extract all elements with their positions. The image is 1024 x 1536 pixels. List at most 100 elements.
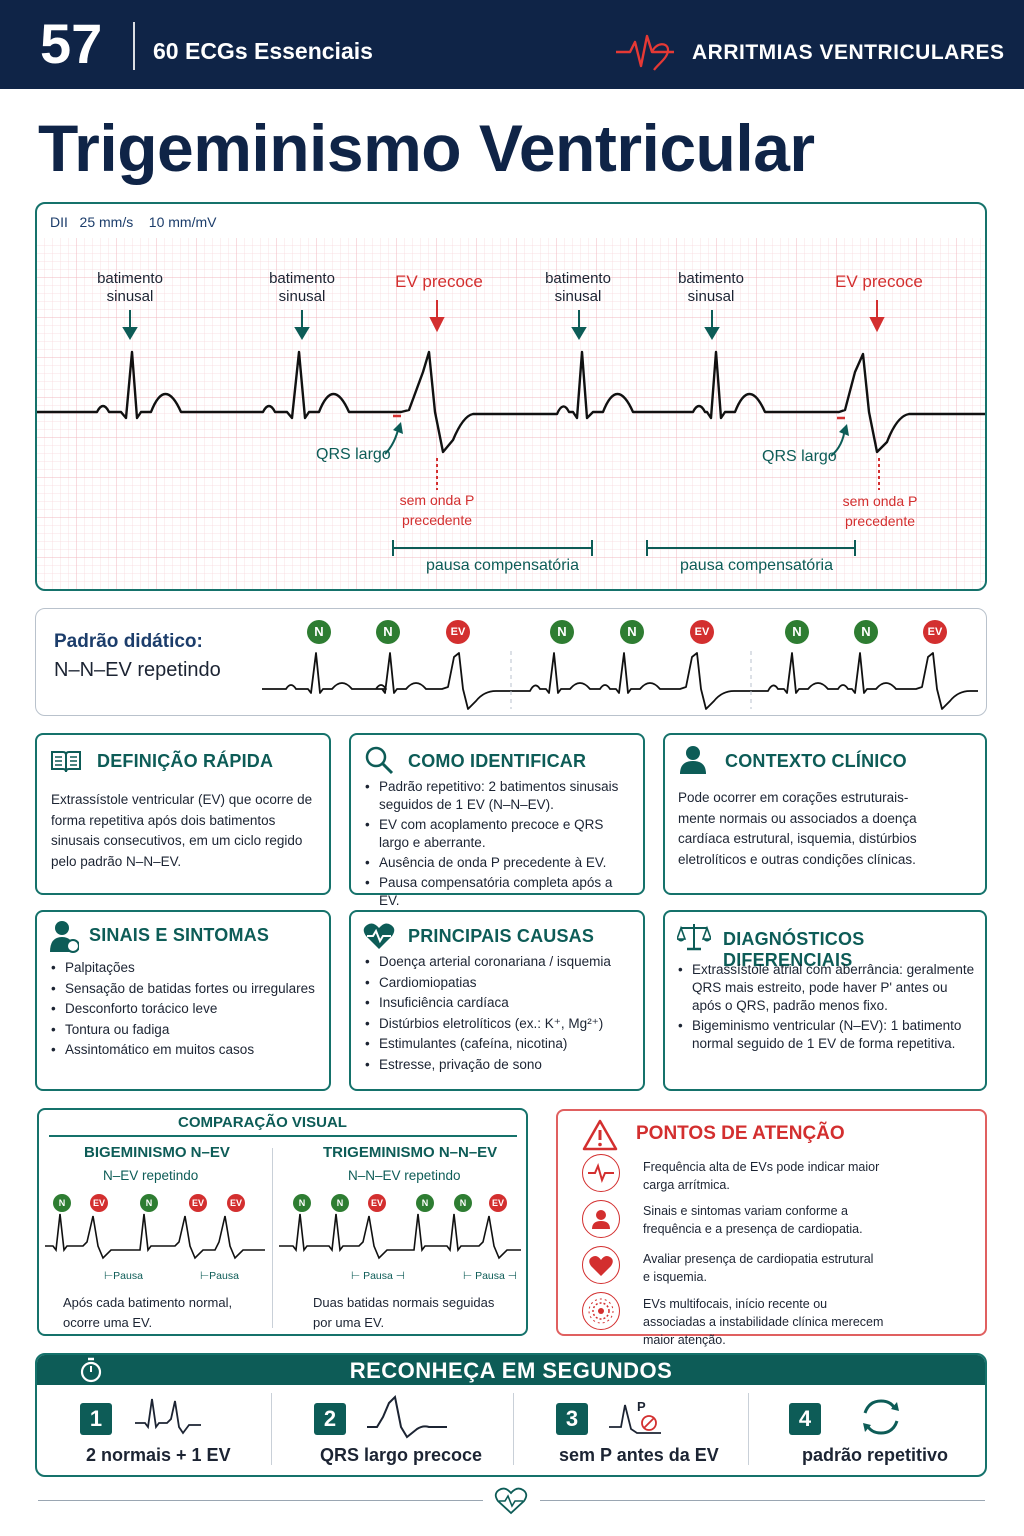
- attention-title: PONTOS DE ATENÇÃO: [636, 1123, 845, 1144]
- search-icon: [365, 746, 394, 775]
- list-item: Padrão repetitivo: 2 batimentos sinusais…: [365, 778, 635, 814]
- list-item: Pausa compensatória completa após a EV.: [365, 874, 635, 910]
- card-sinais-title: SINAIS E SINTOMAS: [89, 925, 270, 945]
- trigeminy-note: Duas batidas normais seguidas por uma EV…: [313, 1295, 495, 1330]
- series-title: 60 ECGs Essenciais: [153, 38, 373, 64]
- ecg-alert-icon: [582, 1154, 620, 1192]
- attention-panel: PONTOS DE ATENÇÃO Frequência alta de EVs…: [556, 1109, 987, 1347]
- label-pause-2: pausa compensatória: [680, 557, 833, 574]
- normal-badge: N: [307, 620, 331, 644]
- bigeminy-trace: [45, 1213, 265, 1260]
- card-diferenciais: DIAGNÓSTICOS DIFERENCIAIS Extrassístole …: [663, 910, 987, 1091]
- label-sinus-1: batimento sinusal: [97, 270, 163, 305]
- page-number: 57: [40, 12, 103, 75]
- ecg-trace: [37, 350, 985, 454]
- no-p-wave-icon: [609, 1404, 661, 1434]
- page-title: Trigeminismo Ventricular: [38, 111, 815, 185]
- recognize-panel: RECONHEÇA EM SEGUNDOS 1 2 normais + 1 EV…: [35, 1353, 987, 1477]
- list-item: Estimulantes (cafeína, nicotina): [365, 1034, 641, 1055]
- multifocal-alert-icon: [582, 1292, 620, 1330]
- trigeminy-head: TRIGEMINISMO N–N–EV: [323, 1144, 498, 1161]
- card-sinais-list: Palpitações Sensação de batidas fortes o…: [51, 958, 321, 1061]
- normal-badge: N: [376, 620, 400, 644]
- list-item: Sensação de batidas fortes ou irregulare…: [51, 979, 321, 1000]
- normal-badge: N: [293, 1194, 311, 1212]
- card-identificar: COMO IDENTIFICAR Padrão repetitivo: 2 ba…: [349, 733, 645, 908]
- heart-pulse-icon: [363, 923, 395, 949]
- list-item: Estresse, privação de sono: [365, 1055, 641, 1076]
- footer-rule-left: [38, 1500, 483, 1501]
- list-item: Cardiomiopatias: [365, 973, 641, 994]
- step-4-label: padrão repetitivo: [802, 1445, 949, 1465]
- ev-badge: EV: [446, 620, 470, 644]
- bigeminy-note: Após cada batimento normal, ocorre uma E…: [63, 1295, 233, 1330]
- bigeminy-sub: N–EV repetindo: [103, 1168, 199, 1183]
- normal-badge: N: [454, 1194, 472, 1212]
- attention-item-2: Sinais e sintomas variam conforme a freq…: [643, 1204, 863, 1236]
- attention-item-4: EVs multifocais, início recente ou assoc…: [643, 1297, 884, 1347]
- card-contexto-body: Pode ocorrer em corações estruturais-men…: [678, 790, 917, 867]
- list-item: Palpitações: [51, 958, 321, 979]
- scale-icon: [677, 924, 711, 951]
- step-4-number: 4: [789, 1403, 821, 1435]
- list-item: Assintomático em muitos casos: [51, 1040, 321, 1061]
- ecg-strip-panel: DII 25 mm/s 10 mm/mV: [35, 202, 987, 591]
- label-qrs-1: QRS largo: [316, 446, 391, 463]
- list-item: Distúrbios eletrolíticos (ex.: K⁺, Mg²⁺): [365, 1014, 641, 1035]
- step-divider: [271, 1393, 272, 1465]
- normal-badge: N: [331, 1194, 349, 1212]
- card-causas-title: PRINCIPAIS CAUSAS: [408, 926, 595, 946]
- step-divider: [513, 1393, 514, 1465]
- step-2-label: QRS largo precoce: [320, 1445, 483, 1465]
- step-1-label: 2 normais + 1 EV: [86, 1445, 231, 1465]
- normal-badge: N: [140, 1194, 158, 1212]
- annotation-arrows: [122, 300, 885, 556]
- stopwatch-icon: [80, 1357, 102, 1383]
- list-item: Bigeminismo ventricular (N–EV): 1 batime…: [678, 1017, 978, 1053]
- bigeminy-pause-2: ⊢Pausa: [200, 1270, 239, 1282]
- step-2-number: 2: [314, 1403, 346, 1435]
- label-no-p-2: sem onda P precedente: [842, 493, 918, 529]
- normal-badge: N: [550, 620, 574, 644]
- list-item: Insuficiência cardíaca: [365, 993, 641, 1014]
- trigeminy-pause-2: ⊢ Pausa ⊣: [463, 1270, 517, 1282]
- patient-alert-icon: [582, 1200, 620, 1238]
- normal-badge: N: [785, 620, 809, 644]
- footer-rule-right: [540, 1500, 985, 1501]
- pattern-subtitle: N–N–EV repetindo: [54, 659, 221, 681]
- person-icon: [680, 746, 706, 774]
- comparison-rule: [49, 1135, 517, 1137]
- header-bar: 57 60 ECGs Essenciais ARRITMIAS VENTRICU…: [0, 0, 1024, 89]
- label-no-p-1: sem onda P precedente: [399, 492, 475, 528]
- ev-badge: EV: [489, 1194, 507, 1212]
- card-identificar-list: Padrão repetitivo: 2 batimentos sinusais…: [365, 778, 635, 912]
- p-wave-letter: P: [637, 1399, 646, 1414]
- ecg-lead-info: DII 25 mm/s 10 mm/mV: [50, 214, 217, 230]
- comparison-title: COMPARAÇÃO VISUAL: [178, 1114, 347, 1131]
- ev-badge: EV: [189, 1194, 207, 1212]
- ev-badge: EV: [690, 620, 714, 644]
- step-3-label: sem P antes da EV: [559, 1445, 719, 1465]
- list-item: Tontura ou fadiga: [51, 1020, 321, 1041]
- recognize-title: RECONHEÇA EM SEGUNDOS: [349, 1358, 673, 1383]
- card-causas-list: Doença arterial coronariana / isquemia C…: [365, 952, 641, 1075]
- label-sinus-4: batimento sinusal: [678, 270, 744, 305]
- list-item: Extrassístole atrial com aberrância: ger…: [678, 961, 978, 1015]
- patient-icon: [50, 921, 79, 953]
- bigeminy-pause-1: ⊢Pausa: [104, 1270, 143, 1282]
- trigeminy-sub: N–N–EV repetindo: [348, 1168, 461, 1183]
- comparison-panel: COMPARAÇÃO VISUAL BIGEMINISMO N–EV N–EV …: [37, 1108, 528, 1336]
- pattern-panel: Padrão didático: N–N–EV repetindo N N EV N N…: [35, 608, 987, 716]
- normal-badge: N: [854, 620, 878, 644]
- pattern-title: Padrão didático:: [54, 631, 203, 652]
- header-divider: [133, 22, 135, 70]
- heart-ecg-icon: [616, 34, 674, 71]
- label-qrs-2: QRS largo: [762, 448, 837, 465]
- list-item: Ausência de onda P precedente à EV.: [365, 854, 635, 872]
- list-item: EV com acoplamento precoce e QRS largo e…: [365, 816, 635, 852]
- recognize-bar: [37, 1355, 985, 1385]
- comparison-divider: [272, 1148, 273, 1328]
- list-item: Doença arterial coronariana / isquemia: [365, 952, 641, 973]
- normal-badge: N: [53, 1194, 71, 1212]
- ecg-beat-icon: [135, 1398, 201, 1435]
